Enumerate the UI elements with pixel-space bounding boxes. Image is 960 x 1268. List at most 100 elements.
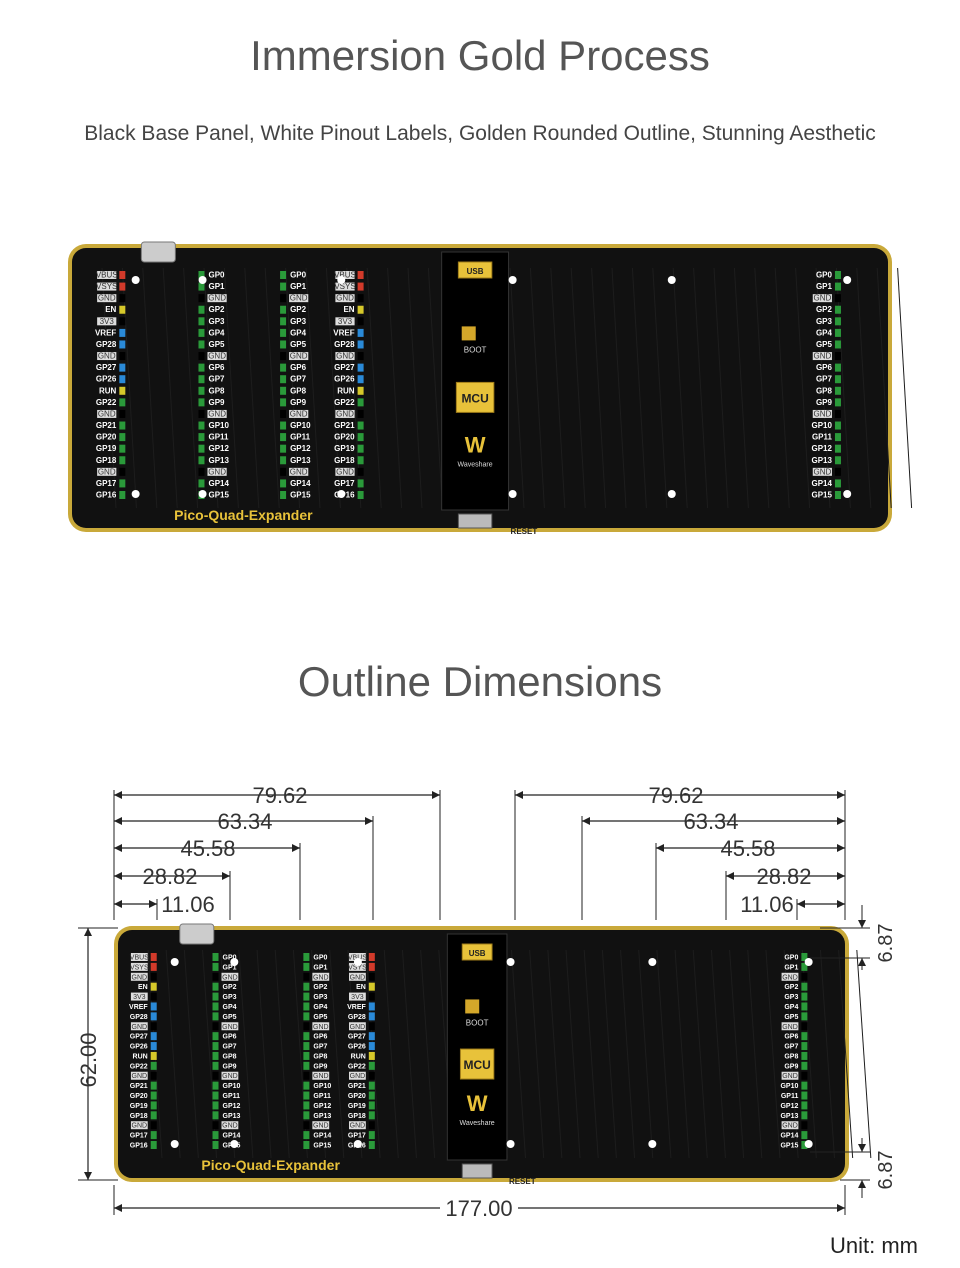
pin-label-box — [335, 352, 355, 361]
header-pin — [119, 467, 126, 476]
pin-label: GND — [290, 467, 308, 476]
pin-label: GND — [313, 1073, 329, 1080]
waveshare-logo: W — [465, 432, 486, 457]
pin-label: GP14 — [811, 479, 832, 488]
pin-label: GP9 — [313, 1063, 327, 1070]
header-pin — [212, 1042, 219, 1051]
pin-label: GP4 — [313, 1004, 327, 1011]
brand-label: Waveshare — [458, 461, 493, 468]
dim-label: 79.62 — [252, 783, 307, 808]
header-pin — [150, 1081, 157, 1090]
header-pin — [150, 1131, 157, 1140]
pin-label: GP8 — [784, 1053, 798, 1060]
mounting-hole — [353, 1140, 362, 1148]
mounting-hole — [508, 490, 517, 498]
pin-label: GP4 — [816, 328, 833, 337]
header-pin — [368, 1091, 375, 1100]
pin-label-box — [781, 1022, 799, 1031]
pin-label: GP18 — [96, 456, 117, 465]
board-trace — [838, 949, 854, 1159]
pin-label: GND — [813, 294, 831, 303]
pin-label: GP10 — [780, 1083, 798, 1090]
pin-label: GP2 — [208, 305, 225, 314]
boot-button — [465, 999, 480, 1014]
page-title: Immersion Gold Process — [250, 32, 710, 79]
board-trace — [631, 267, 647, 509]
dim-arrow — [149, 900, 157, 908]
board-trace — [713, 267, 729, 509]
pin-label: GP28 — [334, 340, 355, 349]
header-pin — [198, 363, 205, 372]
pin-label: GP11 — [781, 1093, 799, 1100]
pin-label-box — [312, 1121, 330, 1130]
board-trace — [897, 267, 913, 509]
header-pin — [198, 467, 205, 476]
pin-label: VREF — [129, 1004, 148, 1011]
header-pin — [198, 352, 205, 361]
board-trace — [765, 949, 781, 1159]
header-pin — [280, 409, 287, 418]
header-pin — [119, 398, 126, 407]
pin-label: GND — [98, 352, 116, 361]
pin-label-box — [207, 294, 227, 303]
header-pin — [834, 317, 841, 326]
board-trace — [420, 949, 436, 1159]
reset-button — [461, 1163, 493, 1179]
pin-label: GP28 — [96, 340, 117, 349]
dim-arrow — [837, 844, 845, 852]
header-pin — [834, 352, 841, 361]
header-pin — [280, 491, 287, 499]
pin-label: GP12 — [208, 444, 229, 453]
header-pin — [212, 1111, 219, 1120]
pin-label: GP6 — [208, 363, 225, 372]
board-trace — [856, 267, 872, 509]
pin-label: GND — [222, 974, 238, 981]
mounting-hole — [230, 958, 239, 966]
pin-label: RUN — [99, 386, 117, 395]
pin-label: EN — [356, 984, 366, 991]
header-pin — [198, 444, 205, 453]
pin-label: GND — [782, 1123, 798, 1130]
mounting-hole — [198, 490, 207, 498]
header-pin — [357, 491, 364, 499]
header-pin — [834, 421, 841, 430]
header-pin — [303, 1131, 310, 1140]
pin-label: GP9 — [208, 398, 225, 407]
header-pin — [801, 1081, 808, 1090]
pin-label: GP9 — [784, 1063, 798, 1070]
board-trace — [165, 949, 181, 1159]
dim-arrow — [837, 1204, 845, 1212]
pin-label: GP12 — [313, 1103, 331, 1110]
header-pin — [834, 398, 841, 407]
header-pin — [368, 1071, 375, 1080]
header-pin — [280, 328, 287, 337]
pin-label: GP2 — [313, 984, 327, 991]
pin-label-box — [812, 409, 832, 418]
pin-label: GP11 — [290, 433, 311, 442]
pin-label: GP3 — [784, 994, 798, 1001]
pin-label: GP17 — [130, 1133, 148, 1140]
header-pin — [801, 1061, 808, 1070]
dim-label: 63.34 — [683, 809, 738, 834]
pin-label: GP3 — [223, 994, 237, 1001]
pin-label: GP6 — [313, 1034, 327, 1041]
reset-label: RESET — [509, 1177, 536, 1186]
header-pin — [357, 456, 364, 465]
header-pin — [357, 375, 364, 384]
pin-label: GP7 — [313, 1044, 327, 1051]
pin-label: GP27 — [334, 363, 355, 372]
header-pin — [368, 1121, 375, 1130]
pin-label: RUN — [337, 386, 355, 395]
pin-label: GP3 — [313, 994, 327, 1001]
board-trace — [511, 949, 526, 1159]
pin-label-box — [221, 1022, 239, 1031]
pin-label-box — [349, 1121, 366, 1130]
header-pin — [280, 352, 287, 361]
pin-label: GP2 — [223, 984, 237, 991]
pin-label: GP11 — [223, 1093, 241, 1100]
board-trace — [638, 949, 654, 1159]
pin-label: GP7 — [290, 375, 307, 384]
header-pin — [280, 398, 287, 407]
pin-label: GND — [290, 294, 308, 303]
header-pin — [303, 982, 310, 991]
